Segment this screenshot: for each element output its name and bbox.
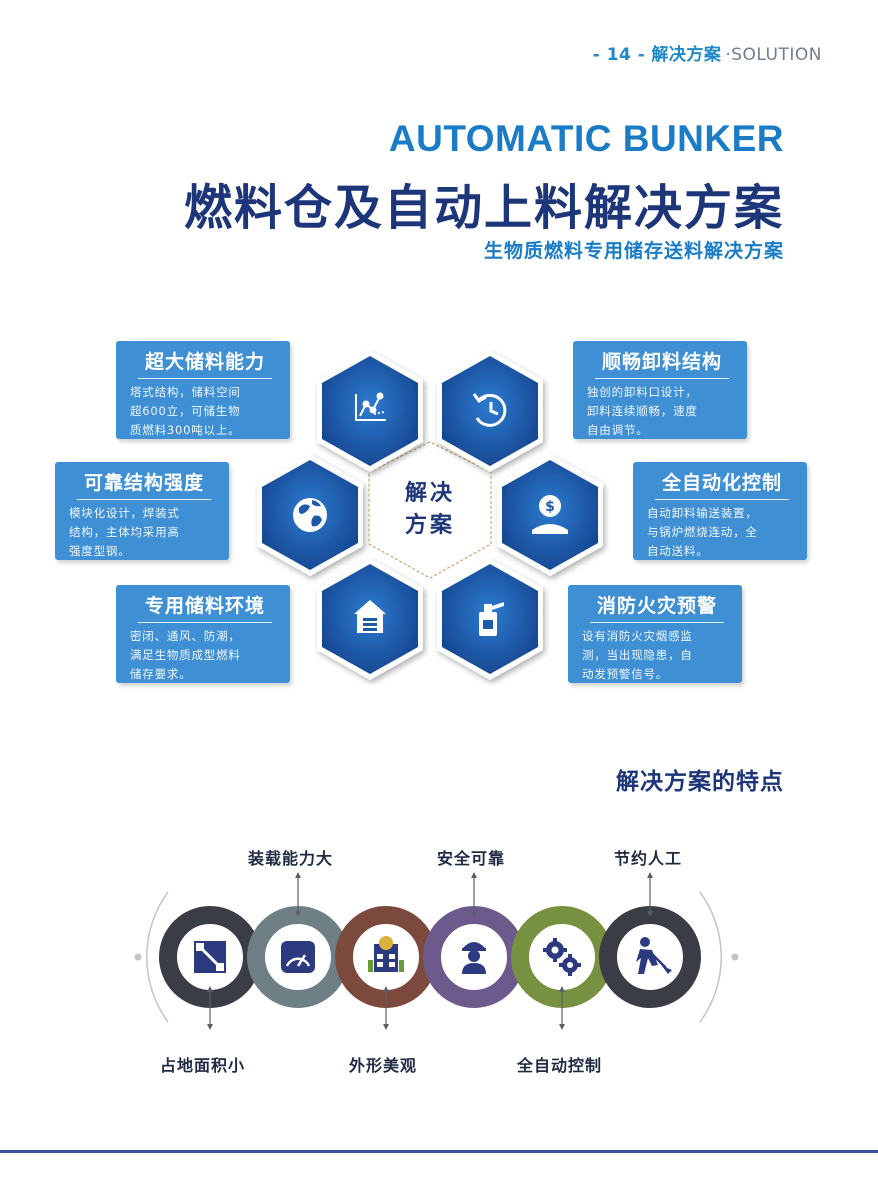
feature-title: 可靠结构强度 bbox=[77, 468, 211, 500]
left-arc bbox=[145, 891, 169, 1023]
feature-desc: 模块化设计，焊装式 结构，主体均采用高 强度型钢。 bbox=[69, 504, 219, 561]
label-loading-capacity: 装载能力大 bbox=[248, 849, 334, 868]
fire-extinguisher-icon bbox=[479, 602, 504, 636]
right-arc-dot bbox=[731, 953, 739, 961]
center-hexagon bbox=[368, 441, 492, 579]
page-subtitle: 生物质燃料专用储存送料解决方案 bbox=[483, 240, 784, 262]
feature-title: 专用储料环境 bbox=[138, 591, 272, 623]
page-title: 燃料仓及自动上料解决方案 bbox=[183, 180, 784, 236]
feature-desc-line: 储存要求。 bbox=[130, 667, 192, 681]
feature-desc: 设有消防火灾烟感监 测，当出现隐患，自 动发预警信号。 bbox=[582, 627, 732, 684]
hexagon-cluster: $ bbox=[257, 350, 603, 680]
history-icon bbox=[472, 393, 507, 427]
feature-desc-line: 与锅炉燃烧连动，全 bbox=[647, 525, 758, 539]
feature-desc-line: 塔式结构，储料空间 bbox=[130, 385, 241, 399]
feature-desc-line: 模块化设计，焊装式 bbox=[69, 506, 180, 520]
feature-desc-line: 自动送料。 bbox=[647, 544, 709, 558]
feature-desc-line: 独创的卸料口设计， bbox=[587, 385, 698, 399]
feature-title: 顺畅卸料结构 bbox=[595, 347, 729, 379]
gauge-icon bbox=[281, 941, 315, 973]
feature-desc-line: 满足生物质成型燃料 bbox=[130, 648, 241, 662]
feature-box-fire-warning: 消防火灾预警 设有消防火灾烟感监 测，当出现隐患，自 动发预警信号。 bbox=[568, 585, 742, 683]
section-label-en: ·SOLUTION bbox=[725, 45, 822, 65]
feature-title: 全自动化控制 bbox=[655, 468, 789, 500]
feature-desc-line: 强度型钢。 bbox=[69, 544, 131, 558]
center-label-line2: 方案 bbox=[404, 513, 455, 538]
feature-desc: 密闭、通风、防潮， 满足生物质成型燃料 储存要求。 bbox=[130, 627, 280, 684]
feature-box-automation-control: 全自动化控制 自动卸料输送装置， 与锅炉燃烧连动，全 自动送料。 bbox=[633, 462, 807, 560]
feature-title: 超大储料能力 bbox=[138, 347, 272, 379]
features-chain bbox=[134, 872, 739, 1030]
features-heading: 解决方案的特点 bbox=[616, 769, 784, 795]
center-label-line1: 解决 bbox=[404, 481, 455, 506]
feature-desc: 自动卸料输送装置， 与锅炉燃烧连动，全 自动送料。 bbox=[647, 504, 797, 561]
feature-box-structural-strength: 可靠结构强度 模块化设计，焊装式 结构，主体均采用高 强度型钢。 bbox=[55, 462, 229, 560]
building-icon bbox=[368, 936, 404, 972]
right-arc bbox=[699, 891, 723, 1023]
label-labor-saving: 节约人工 bbox=[614, 849, 683, 868]
connector-arrowheads bbox=[207, 872, 653, 1030]
feature-title: 消防火灾预警 bbox=[590, 591, 724, 623]
solution-center-label: 解决 方案 bbox=[378, 478, 482, 542]
feature-desc-line: 密闭、通风、防潮， bbox=[130, 629, 241, 643]
labor-icon bbox=[636, 937, 672, 974]
feature-box-storage-environment: 专用储料环境 密闭、通风、防潮， 满足生物质成型燃料 储存要求。 bbox=[116, 585, 290, 683]
feature-desc-line: 自动卸料输送装置， bbox=[647, 506, 758, 520]
house-icon bbox=[354, 600, 386, 633]
chart-icon bbox=[355, 392, 386, 421]
page-header: - 14 -解决方案·SOLUTION bbox=[593, 40, 822, 65]
svg-text:$: $ bbox=[545, 499, 555, 515]
feature-desc-line: 卸料连续顺畅，速度 bbox=[587, 404, 698, 418]
feature-desc: 塔式结构，储料空间 超600立，可储生物 质燃料300吨以上。 bbox=[130, 383, 280, 440]
section-label-cn: 解决方案 bbox=[651, 45, 722, 65]
label-appearance: 外形美观 bbox=[349, 1056, 418, 1075]
feature-desc-line: 测，当出现隐患，自 bbox=[582, 648, 693, 662]
globe-icon bbox=[293, 498, 327, 532]
feature-desc-line: 动发预警信号。 bbox=[582, 667, 669, 681]
footer-rule bbox=[0, 1150, 878, 1153]
label-small-footprint: 占地面积小 bbox=[160, 1056, 246, 1075]
feature-desc-line: 自由调节。 bbox=[587, 423, 649, 437]
money-person-icon: $ bbox=[532, 495, 568, 534]
title-english: AUTOMATIC BUNKER bbox=[388, 118, 784, 159]
left-arc-dot bbox=[134, 953, 142, 961]
label-auto-control: 全自动控制 bbox=[517, 1056, 603, 1075]
feature-desc-line: 质燃料300吨以上。 bbox=[130, 423, 241, 437]
feature-desc-line: 设有消防火灾烟感监 bbox=[582, 629, 693, 643]
gears-icon bbox=[543, 938, 581, 976]
feature-desc: 独创的卸料口设计， 卸料连续顺畅，速度 自由调节。 bbox=[587, 383, 737, 440]
label-safe-reliable: 安全可靠 bbox=[437, 849, 506, 868]
connector-lines-top bbox=[209, 874, 651, 1028]
area-icon bbox=[194, 941, 226, 973]
page-number: - 14 - bbox=[592, 45, 646, 65]
feature-desc-line: 结构，主体均采用高 bbox=[69, 525, 180, 539]
feature-box-storage-capacity: 超大储料能力 塔式结构，储料空间 超600立，可储生物 质燃料300吨以上。 bbox=[116, 341, 290, 439]
feature-desc-line: 超600立，可储生物 bbox=[130, 404, 241, 418]
worker-icon bbox=[462, 942, 486, 974]
feature-box-unloading-structure: 顺畅卸料结构 独创的卸料口设计， 卸料连续顺畅，速度 自由调节。 bbox=[573, 341, 747, 439]
